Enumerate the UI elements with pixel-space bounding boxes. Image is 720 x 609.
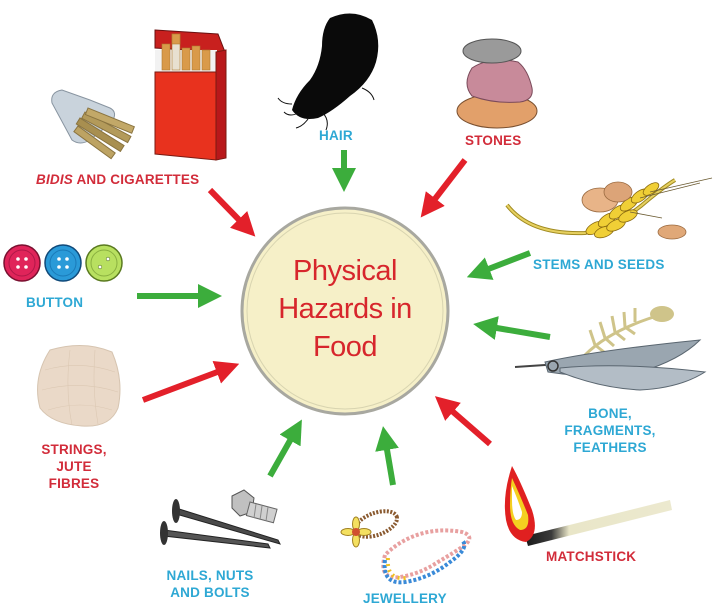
label-bone-line-1: BONE,	[588, 406, 632, 421]
label-strings-line-2: JUTE	[56, 459, 92, 474]
center-title: Physical Hazards in Food	[255, 252, 435, 366]
matchstick-icon	[504, 466, 672, 546]
label-nails-nuts-bolts: NAILS, NUTS AND BOLTS	[155, 567, 265, 601]
arrow-bidis	[207, 187, 256, 237]
arrow-strings	[141, 360, 240, 403]
buttons-icon	[3, 244, 123, 282]
feather-bone-icon	[514, 306, 707, 391]
center-title-line-2: Hazards in	[278, 293, 412, 325]
wheat-icon	[505, 177, 713, 240]
label-bidis-and-cigarettes: BIDIS AND CIGARETTES	[36, 171, 199, 188]
label-stems-and-seeds: STEMS AND SEEDS	[533, 257, 665, 272]
label-stones: STONES	[465, 133, 522, 148]
label-bidis-rest: AND CIGARETTES	[73, 172, 200, 187]
jute-ball-icon	[37, 344, 121, 427]
hair-icon	[277, 13, 379, 131]
center-title-line-1: Physical	[293, 255, 398, 287]
arrow-matchstick	[434, 396, 492, 447]
center-circle	[240, 206, 450, 416]
label-strings-jute-fibres: STRINGS, JUTE FIBRES	[24, 441, 124, 492]
label-bone-fragments-feathers: BONE, FRAGMENTS, FEATHERS	[555, 405, 665, 456]
arrow-bone	[473, 316, 551, 340]
label-nails-line-2: AND BOLTS	[170, 585, 250, 600]
label-strings-line-1: STRINGS,	[41, 442, 107, 457]
label-matchstick: MATCHSTICK	[546, 549, 637, 564]
label-bidis-italic: BIDIS	[36, 172, 74, 187]
label-button: BUTTON	[26, 295, 84, 310]
arrow-nails	[267, 419, 302, 478]
label-strings-line-3: FIBRES	[48, 476, 100, 491]
nails-bolt-icon	[160, 489, 281, 549]
arrow-jewellery	[375, 426, 399, 486]
label-bone-line-3: FEATHERS	[573, 440, 647, 455]
jewellery-icon	[340, 509, 472, 585]
center-title-line-3: Food	[312, 331, 378, 363]
label-jewellery: JEWELLERY	[363, 591, 447, 606]
stones-icon	[456, 38, 538, 129]
arrow-stems	[466, 250, 532, 280]
label-nails-line-1: NAILS, NUTS	[166, 568, 254, 583]
label-hair: HAIR	[319, 128, 353, 143]
cigarette-pack-icon	[51, 29, 227, 161]
arrow-stones	[420, 158, 468, 218]
label-bone-line-2: FRAGMENTS,	[564, 423, 656, 438]
